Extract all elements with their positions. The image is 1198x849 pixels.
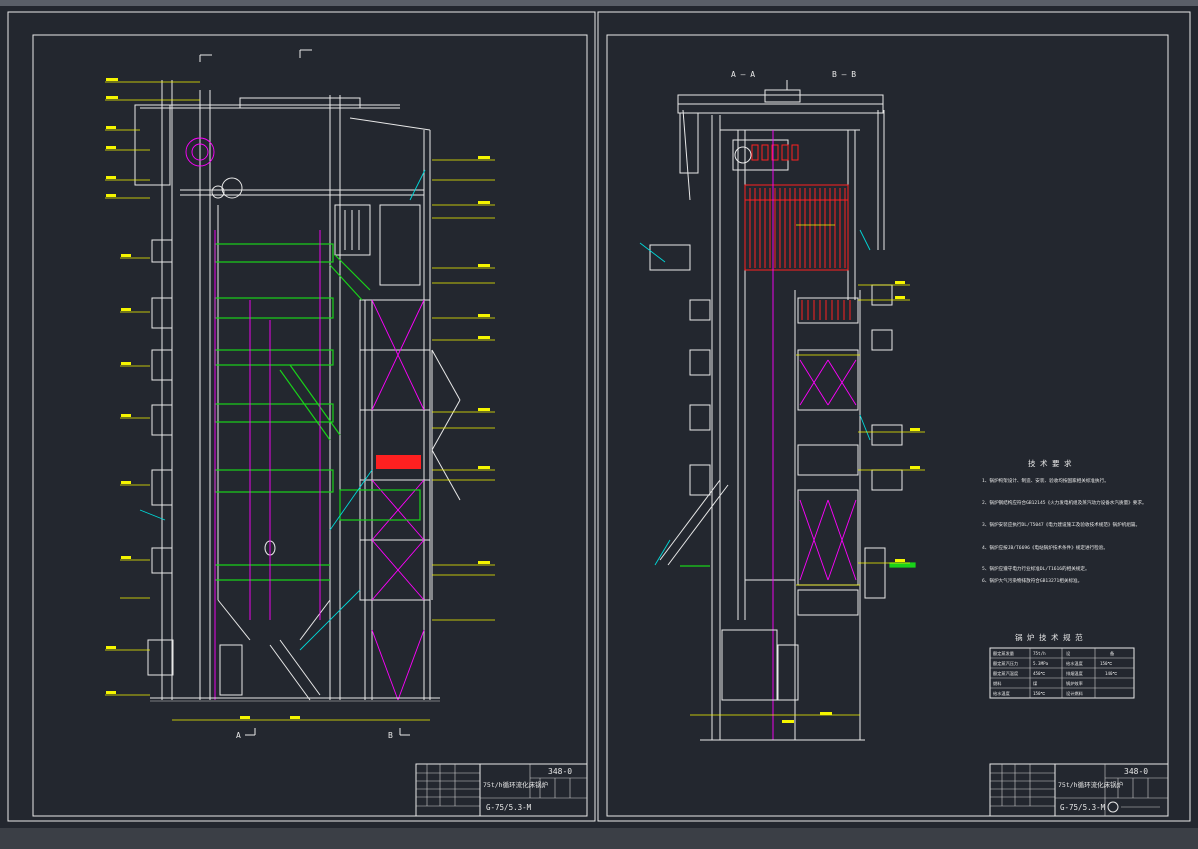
spec-r4-c2: 煤 xyxy=(1033,680,1038,687)
spec-r1-c2: 75t/h xyxy=(1033,651,1046,656)
bottom-bar xyxy=(0,828,1198,849)
left-title-block xyxy=(415,763,588,817)
sheet-left-border xyxy=(7,11,596,822)
superheater-tube-bank xyxy=(744,184,849,271)
spec-r2-c1: 额定蒸汽压力 xyxy=(993,660,1018,667)
top-bar xyxy=(0,0,1198,6)
sheet-left-inner-frame xyxy=(32,34,588,817)
sheet-right-inner-frame xyxy=(606,34,1169,817)
right-section-label-b: B — B xyxy=(832,70,856,79)
spec-r5-c3: 设计燃料 xyxy=(1066,690,1084,697)
spec-table-heading: 锅 炉 技 术 规 范 xyxy=(1015,632,1083,642)
tech-requirements-heading: 技 术 要 求 xyxy=(1028,458,1072,468)
spec-r2-c2: 5.3MPa xyxy=(1033,661,1049,666)
spec-r2-c4: 150℃ xyxy=(1100,661,1113,666)
spec-r5-c1: 给水温度 xyxy=(993,690,1011,697)
right-drawing-model: G-75/5.3-M xyxy=(1060,803,1106,812)
tech-requirements: 技 术 要 求 1、锅炉构架设计、制造、安装、验收均按国家相关标准执行。 2、锅… xyxy=(982,458,1147,584)
spec-r3-c1: 额定蒸汽温度 xyxy=(993,670,1019,677)
spec-r3-c3: 排烟温度 xyxy=(1066,670,1084,677)
tech-requirement-2: 2、锅炉钢结构应符合GB12145《火力发电机组及蒸汽动力设备水汽质量》要求。 xyxy=(982,499,1147,506)
spec-r2-c3: 给水温度 xyxy=(1066,660,1084,667)
left-drawing-number: 348-0 xyxy=(548,767,572,776)
right-section-label-a: A — A xyxy=(731,70,755,79)
left-drawing-model: G-75/5.3-M xyxy=(486,803,532,812)
spec-r4-c1: 燃料 xyxy=(993,680,1002,687)
left-section-label-a: A xyxy=(236,731,241,740)
spec-r3-c2: 450℃ xyxy=(1033,671,1046,676)
spec-r4-c3: 锅炉效率 xyxy=(1066,680,1083,687)
spec-r3-c4: 140℃ xyxy=(1105,671,1118,676)
right-title-block xyxy=(989,763,1169,817)
right-elevation: A — A B — B xyxy=(639,70,925,741)
spec-r1-c1: 额定蒸发量 xyxy=(993,650,1014,657)
spec-r1-c4: 备 xyxy=(1110,650,1115,657)
left-drawing-title: 75t/h循环流化床锅炉 xyxy=(483,780,549,789)
tech-requirement-1: 1、锅炉构架设计、制造、安装、验收均按国家相关标准执行。 xyxy=(982,477,1109,484)
sheet-right-border xyxy=(597,11,1191,822)
tech-requirement-5: 5、锅炉应遵守电力行业标准DL/T1616的相关规定。 xyxy=(982,565,1090,572)
tech-requirement-4: 4、锅炉应按JB/T6696《电站锅炉技术条件》规定进行检验。 xyxy=(982,544,1108,551)
left-section-label-b: B xyxy=(388,731,393,740)
spec-table xyxy=(989,647,1135,699)
spec-r1-c3: 设 xyxy=(1066,650,1071,657)
right-drawing-title: 75t/h循环流化床锅炉 xyxy=(1058,780,1124,789)
tech-requirement-3: 3、锅炉安装应执行DL/T5047《电力建设施工及验收技术规范》锅炉机组篇。 xyxy=(982,521,1140,528)
spec-r5-c2: 150℃ xyxy=(1033,691,1046,696)
tech-requirement-6: 6、锅炉大气污染物排放符合GB13271相关标准。 xyxy=(982,577,1082,584)
left-elevation: A B xyxy=(105,49,495,740)
right-drawing-number: 348-0 xyxy=(1124,767,1148,776)
